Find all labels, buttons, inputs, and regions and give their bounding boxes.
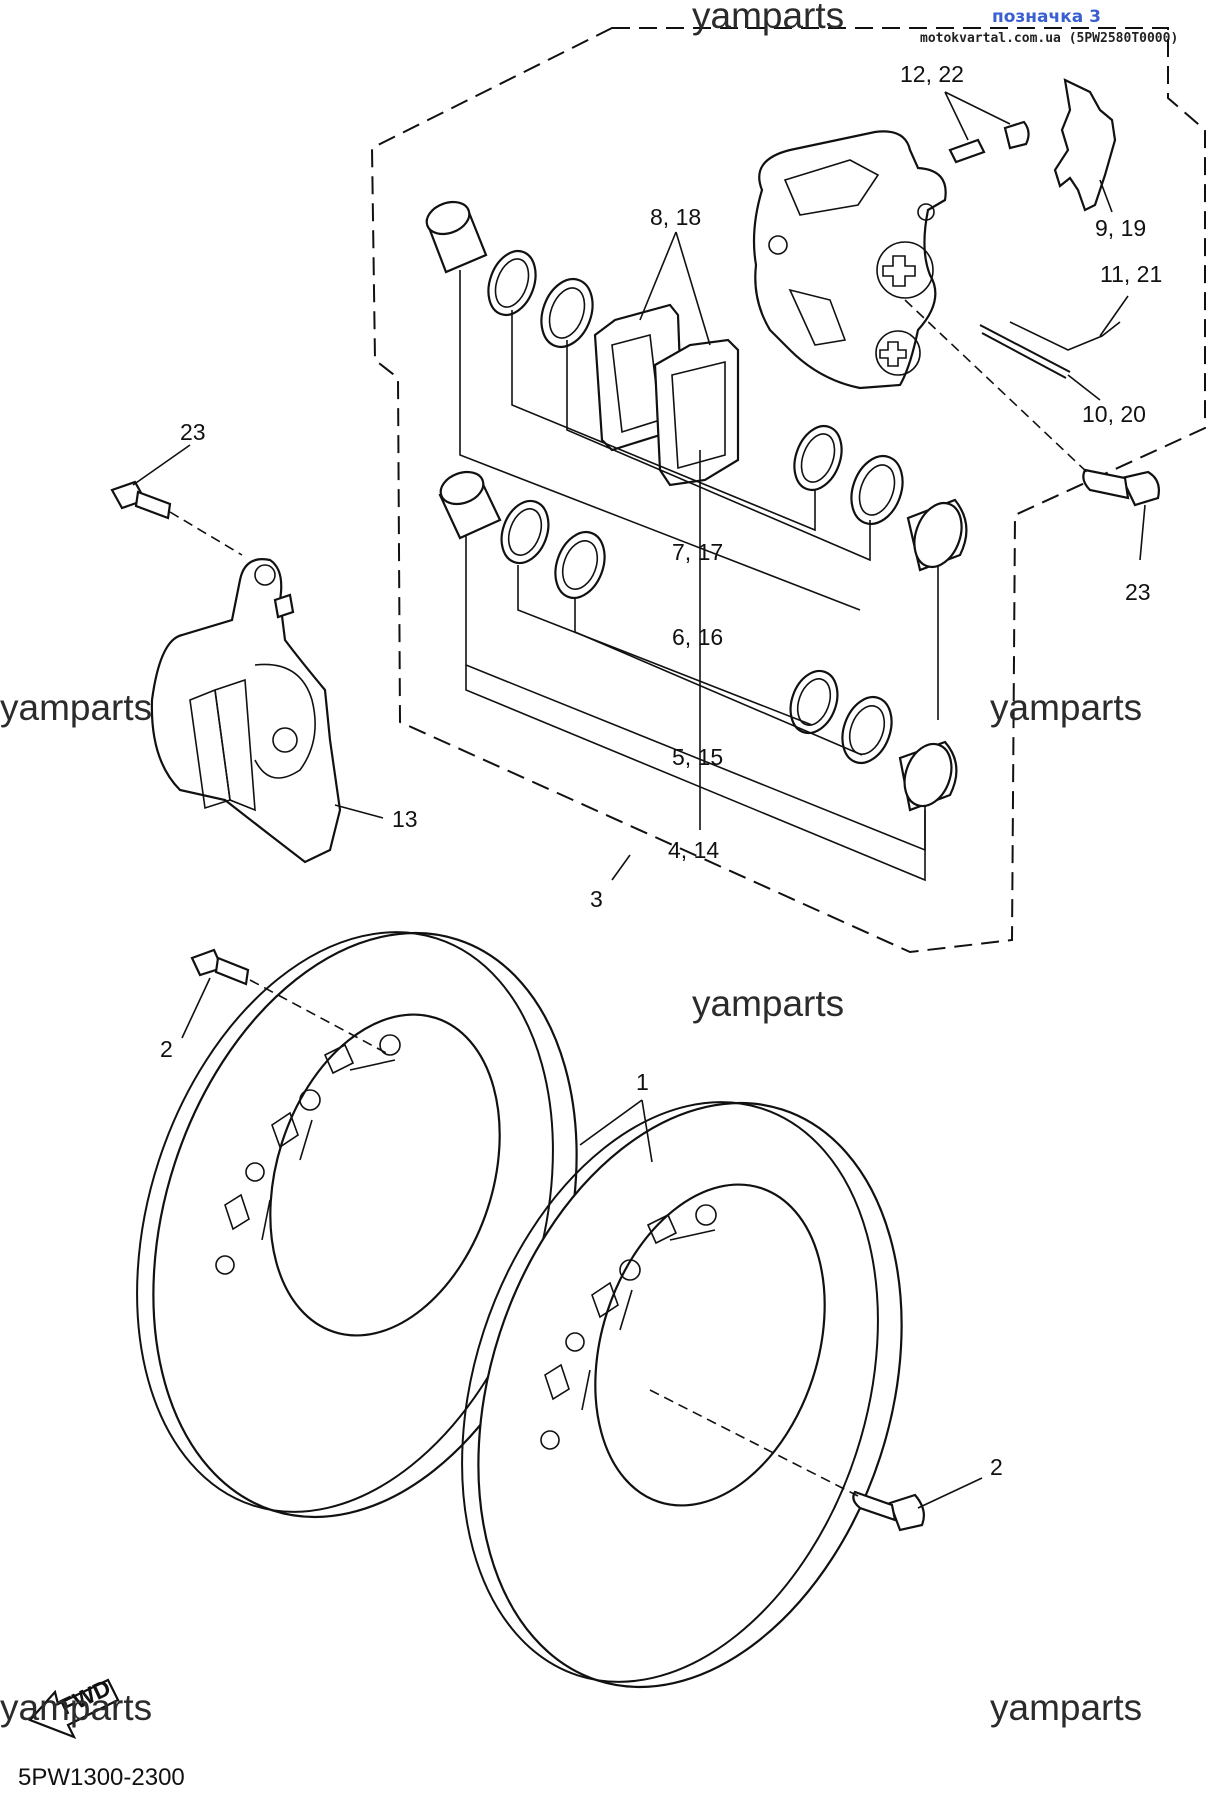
header-source: motokvartal.com.ua (5PW2580T0000) [920,31,1178,46]
callout-10-20: 10, 20 [1082,401,1146,427]
callout-2-lower: 2 [990,1454,1003,1480]
caliper-assembly-part [150,558,342,864]
leader-23-left [132,444,191,486]
callout-3: 3 [590,886,603,912]
leader-11-21 [1099,295,1129,337]
caliper-kit-boundary [370,27,1206,954]
callout-5-15: 5, 15 [672,744,723,770]
callout-23-left: 23 [180,419,206,445]
bolt-23-right-part [1082,468,1160,507]
leader-2-upper [181,977,211,1039]
leader-8-18-a [639,231,677,321]
piston-upper-right-part [906,498,968,572]
diagram-code: 5PW1300-2300 [18,1764,185,1791]
watermark-top: yamparts [692,0,844,36]
leader-1-b [641,1099,653,1163]
piston-lower-right-part [898,740,958,812]
leader-13 [334,804,384,819]
leader-8-18-b [675,231,711,346]
callout-4-14: 4, 14 [668,837,719,863]
group-leaders [459,270,939,882]
seal-lower-4-part [841,695,893,765]
watermark-center: yamparts [692,983,844,1024]
brake-pad-part [593,303,740,487]
seal-lower-1-part [500,499,550,565]
pad-pin-part [979,324,1071,373]
brake-disc-lower-part [461,1101,903,1689]
disc-bolt-lower-part [852,1490,925,1532]
bleed-screw-part [948,120,1030,164]
disc-bolt-upper-part [190,948,250,986]
callout-1: 1 [636,1069,649,1095]
leader-9-19 [1099,179,1113,213]
seal-lower-2-part [554,530,606,600]
seal-upper-1-part [487,249,537,317]
callout-23-right: 23 [1125,579,1151,605]
callout-9-19: 9, 19 [1095,215,1146,241]
brake-disc-upper-part [136,931,578,1519]
leader-2-lower [917,1477,983,1509]
callout-2-upper: 2 [160,1036,173,1062]
header-tag: позначка 3 [992,7,1101,27]
leader-12-22-a [944,91,969,141]
callout-12-22: 12, 22 [900,61,964,87]
piston-upper-left-part [425,200,488,274]
seal-upper-2-part [540,278,594,348]
leader-12-22-b [944,91,1011,125]
bolt-23-left-part [110,480,172,520]
caliper-body-part [752,130,947,390]
watermark-mid-right: yamparts [990,687,1142,728]
callout-13: 13 [392,806,418,832]
watermark-bottom-right: yamparts [990,1687,1142,1728]
leader-23-right [1139,504,1146,561]
leader-10-20 [1067,374,1101,401]
callout-8-18: 8, 18 [650,204,701,230]
leader-1-a [579,1099,643,1146]
seal-upper-3-part [793,424,843,492]
callout-11-21: 11, 21 [1100,261,1162,287]
seal-lower-3-part [789,669,839,735]
piston-lower-left-part [438,470,502,540]
callout-6-16: 6, 16 [672,624,723,650]
pin-clip-part [1009,321,1121,351]
pad-spring-part [1053,78,1117,212]
seal-upper-4-part [850,455,904,525]
watermark-bottom-left: yamparts [0,1687,152,1728]
callout-7-17: 7, 17 [672,539,723,565]
watermark-mid-left: yamparts [0,687,152,728]
